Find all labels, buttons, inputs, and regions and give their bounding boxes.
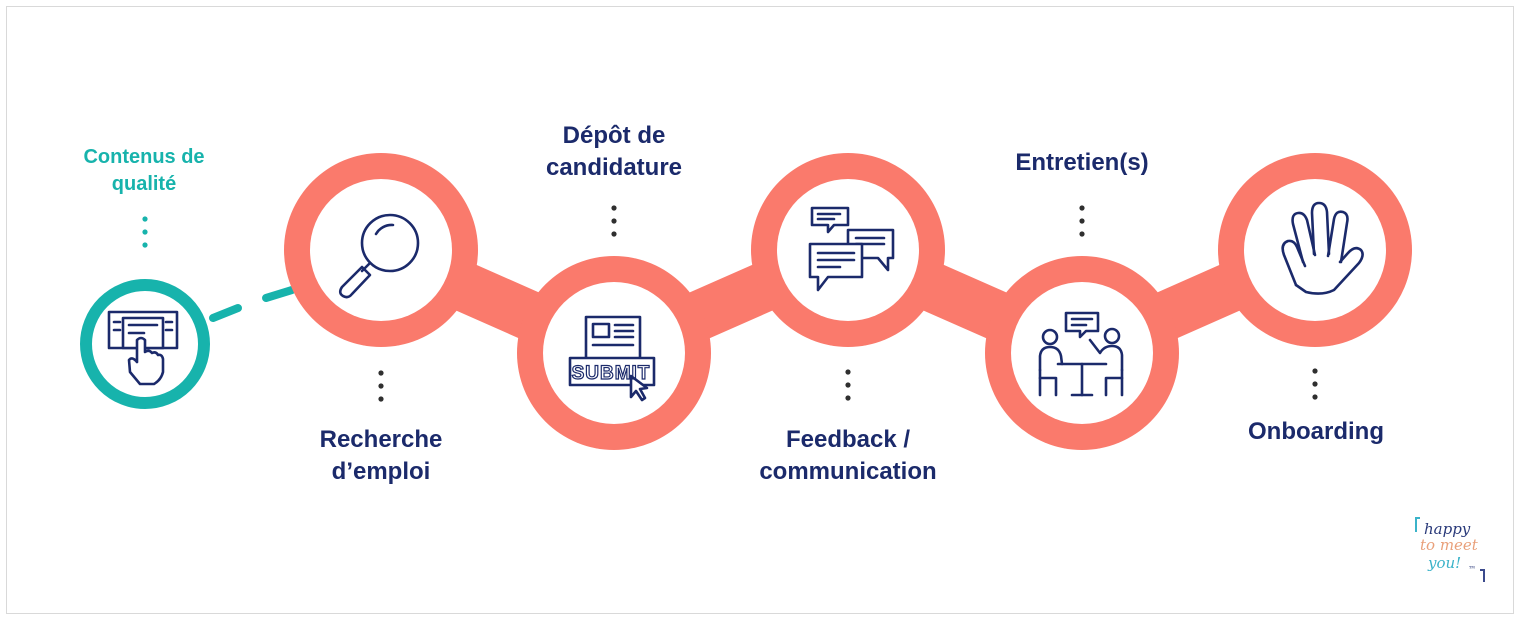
- logo-mark: ™: [1468, 565, 1476, 574]
- step-label-entretien: Entretien(s): [1015, 149, 1149, 176]
- submit-form-icon: [568, 315, 656, 402]
- logo-line-1: happy: [1424, 520, 1471, 538]
- logo-line-2: to meet: [1420, 536, 1478, 554]
- magnifier-icon: [338, 213, 420, 299]
- connector-segment-1: [209, 304, 242, 322]
- interview-icon: [1038, 311, 1124, 397]
- dots-recherche: [378, 370, 384, 402]
- submit-text: SUBMIT: [572, 363, 651, 384]
- happy-to-meet-you-logo: happy to meet you! ™: [1412, 514, 1488, 588]
- logo-line-3: you!: [1428, 554, 1462, 572]
- dots-contenus: [142, 216, 148, 248]
- dots-depot: [611, 205, 617, 237]
- chat-bubbles-icon: [808, 206, 895, 292]
- connector-segment-2: [262, 286, 296, 302]
- dots-entretien: [1079, 205, 1085, 237]
- touch-screen-icon: [107, 310, 179, 386]
- dots-onboarding: [1312, 368, 1318, 400]
- waving-hand-icon: [1281, 201, 1364, 295]
- step-label-recherche: Recherche d’emploi: [319, 426, 443, 485]
- dots-feedback: [845, 369, 851, 401]
- step-label-depot: Dépôt de candidature: [545, 122, 683, 181]
- step-label-contenus: Contenus de qualité: [83, 146, 205, 195]
- step-label-onboarding: Onboarding: [1248, 418, 1384, 445]
- coral-chain: [284, 153, 1412, 450]
- step-label-feedback: Feedback / communication: [759, 426, 937, 485]
